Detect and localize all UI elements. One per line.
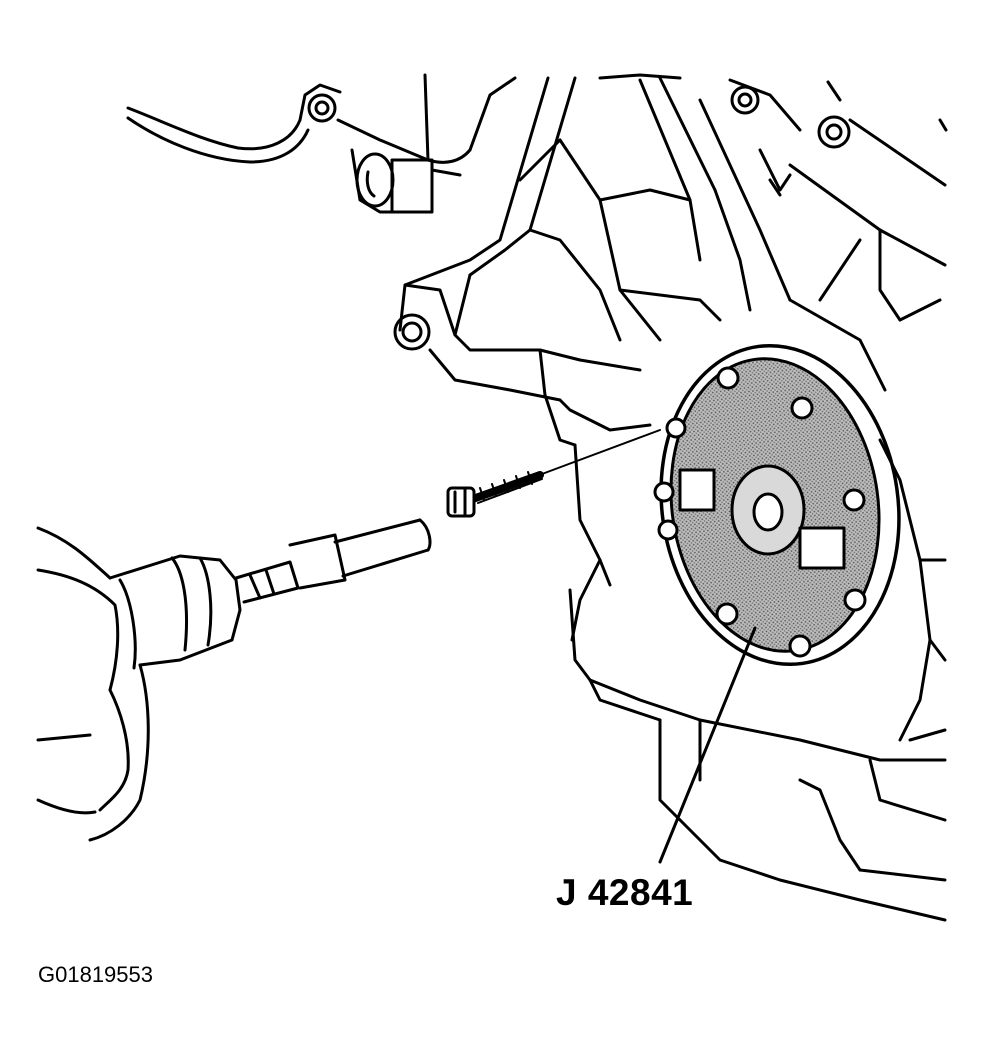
bolt — [446, 429, 661, 518]
power-driver — [36, 526, 242, 842]
rear-seal-installer-plate — [653, 343, 901, 667]
figure-id-label: G01819553 — [38, 962, 153, 987]
driver-extension — [234, 518, 432, 604]
tool-callout-label: J 42841 — [556, 872, 694, 913]
upper-mount-bracket — [126, 73, 472, 214]
callout-leader-line — [658, 626, 757, 864]
engine-block-outline — [393, 73, 948, 447]
engine-lower-block — [568, 438, 947, 922]
